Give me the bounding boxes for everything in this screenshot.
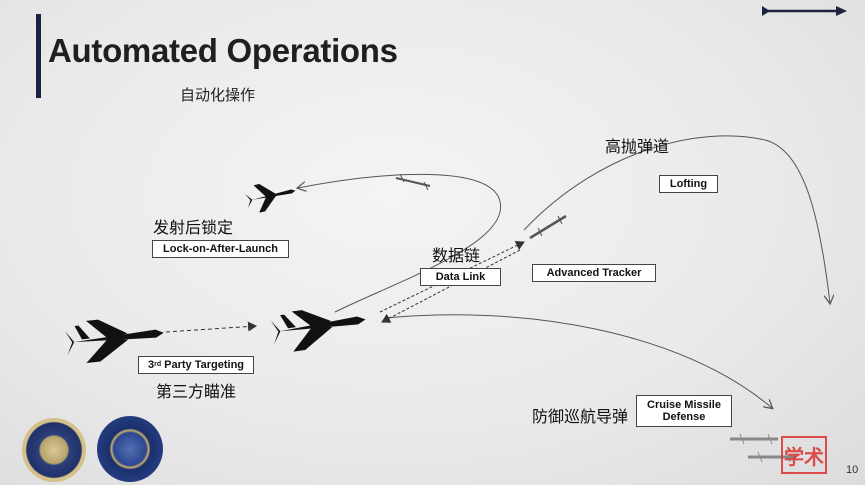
slide-title: Automated Operations xyxy=(48,32,398,69)
data-link-box: Data Link xyxy=(420,268,501,286)
third-party-suffix: Party Targeting xyxy=(161,359,245,371)
lock-on-after-launch-zh: 发射后锁定 xyxy=(153,220,234,237)
missile-icon xyxy=(395,173,431,191)
lock-on-after-launch-box: Lock-on-After-Launch xyxy=(152,240,289,258)
title-accent-bar xyxy=(36,14,41,98)
third-party-targeting-zh: 第三方瞄准 xyxy=(156,384,237,401)
lofting-zh: 高抛弹道 xyxy=(605,139,670,156)
fighter-jet-icon xyxy=(65,319,164,364)
advanced-tracker-box: Advanced Tracker xyxy=(532,264,656,282)
watermark-stamp: 学术 xyxy=(781,436,827,474)
seal-emblem-icon xyxy=(97,416,163,482)
cruise-missile-defense-zh: 防御巡航导弹 xyxy=(532,409,629,426)
arrow-logo-icon xyxy=(762,6,847,16)
cruise-missile-defense-box: Cruise Missile Defense xyxy=(636,395,732,427)
lofting-box: Lofting xyxy=(659,175,718,193)
page-number: 10 xyxy=(846,464,859,476)
third-party-sup: rd xyxy=(154,361,162,368)
third-party-link-line xyxy=(165,321,257,333)
cruise-missile-line1: Cruise Missile xyxy=(647,399,721,411)
cruise-missile-line2: Defense xyxy=(662,411,706,423)
slide-subtitle: 自动化操作 xyxy=(180,87,256,104)
data-link-zh: 数据链 xyxy=(432,248,481,265)
lock-on-trajectory xyxy=(298,173,502,313)
third-party-prefix: 3 xyxy=(147,359,155,371)
cruise-defense-trajectory xyxy=(384,314,772,408)
lofting-trajectory xyxy=(523,135,830,303)
fighter-jet-icon xyxy=(245,183,296,213)
data-link-line-down xyxy=(381,249,521,323)
missile-icon xyxy=(529,214,567,240)
missile-icon xyxy=(730,433,796,463)
seal-emblem-icon xyxy=(22,418,86,482)
fighter-jet-icon xyxy=(270,310,366,352)
